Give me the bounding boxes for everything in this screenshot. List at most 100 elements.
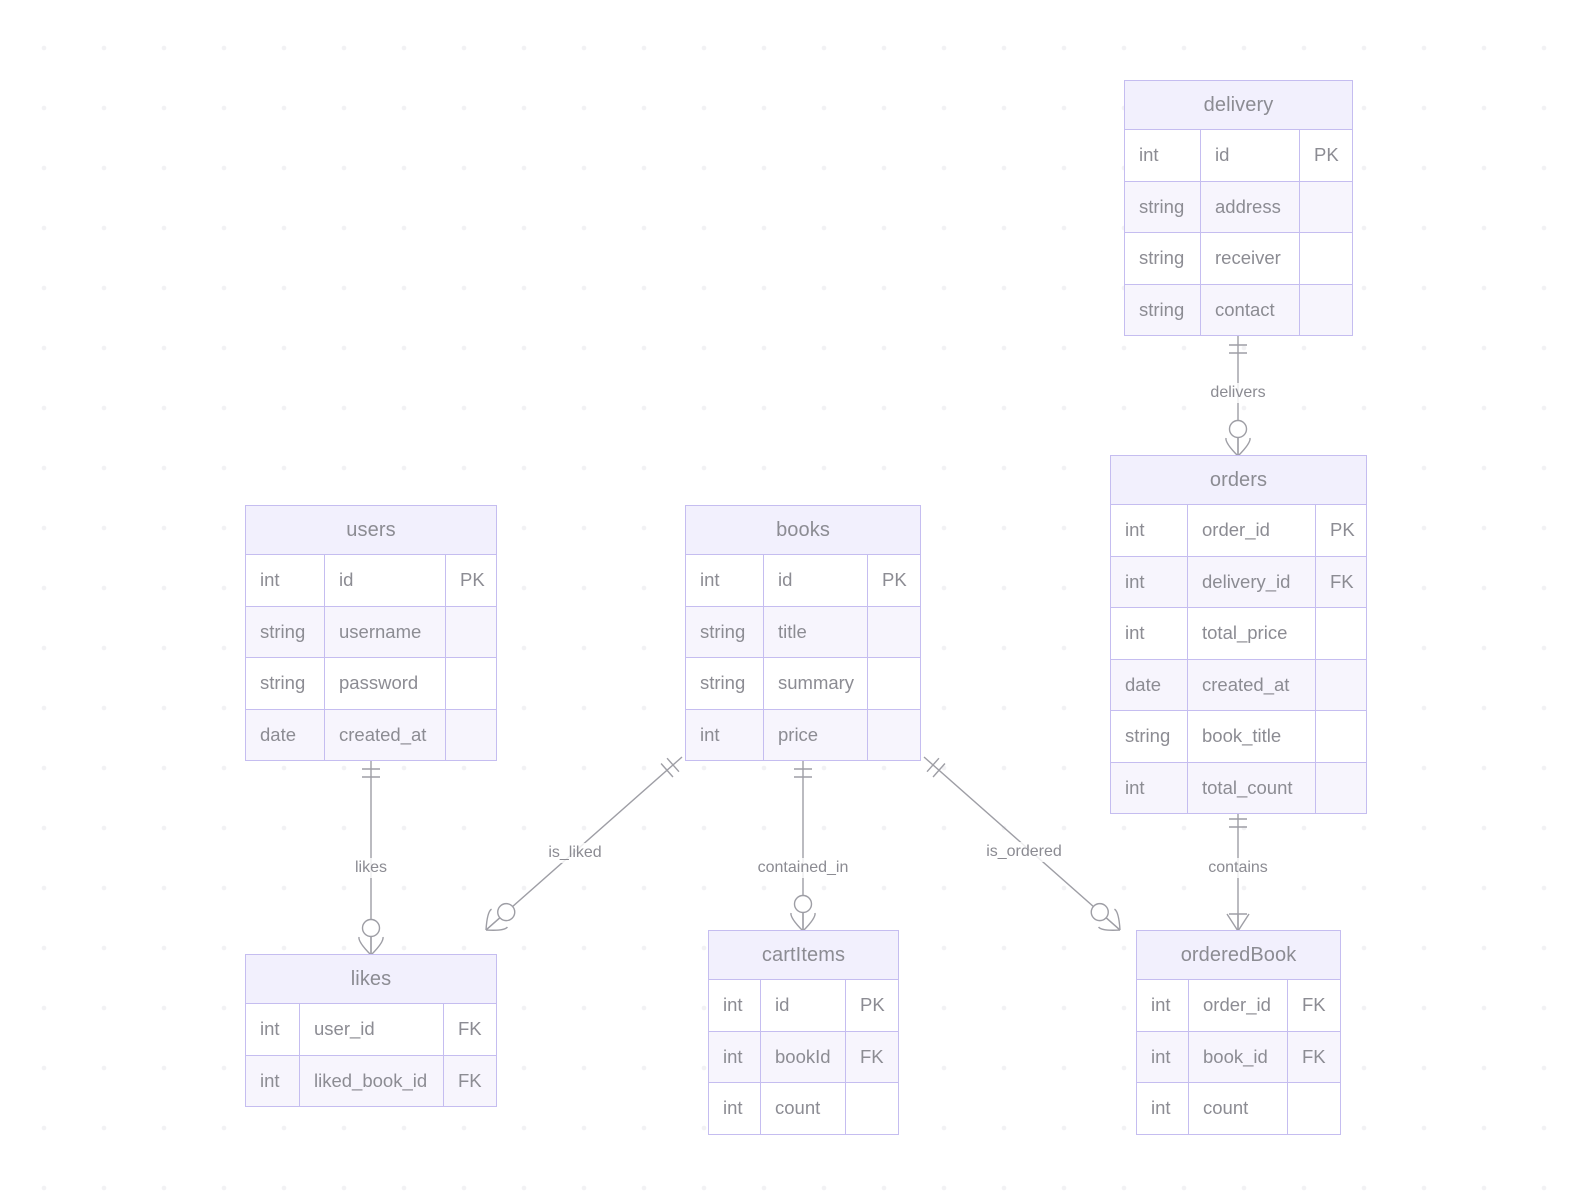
attribute-type: int: [1137, 1083, 1189, 1134]
marker-crowfoot-left: [485, 908, 492, 931]
attribute-key: PK: [1330, 519, 1355, 541]
entity-title-books: books: [686, 506, 920, 555]
attribute-key: [1300, 182, 1352, 233]
marker-crowfoot-left: [358, 936, 372, 956]
marker-zero-or-many-circle: [361, 918, 381, 938]
attribute-type: int: [709, 1083, 761, 1134]
entity-title-likes: likes: [246, 955, 496, 1004]
attribute-type: int: [1137, 980, 1189, 1031]
marker-crowfoot-middle: [485, 917, 500, 931]
marker-zero-or-many-circle: [793, 894, 813, 914]
attribute-type: string: [1125, 181, 1201, 232]
marker-crowfoot-right: [1114, 908, 1121, 931]
attribute-key: FK: [1330, 570, 1354, 592]
attribute-name: total_count: [1188, 762, 1316, 813]
marker-zero-or-many-circle: [1228, 419, 1248, 439]
attribute-type: date: [1111, 659, 1188, 710]
marker-crowfoot-left: [790, 912, 804, 932]
attribute-key: FK: [458, 1069, 482, 1091]
relationship-label-is_ordered: is_ordered: [982, 842, 1066, 862]
attribute-name: title: [764, 606, 868, 657]
attribute-key: FK: [1302, 994, 1326, 1016]
attribute-key: [868, 710, 920, 761]
entity-title-cartItems: cartItems: [709, 931, 898, 980]
attribute-name: bookId: [761, 1031, 846, 1082]
entity-title-users: users: [246, 506, 496, 555]
attribute-name: total_price: [1188, 608, 1316, 659]
attribute-key: [1288, 1083, 1340, 1134]
attribute-name: book_title: [1188, 711, 1316, 762]
relationship-likes: [358, 757, 384, 956]
marker-crowfoot-left: [1098, 926, 1121, 931]
attribute-type: int: [709, 980, 761, 1031]
attribute-name: count: [1189, 1083, 1288, 1134]
marker-one-only-one-bar-0: [666, 757, 680, 773]
attribute-key: [1316, 660, 1366, 711]
attribute-type: int: [1111, 556, 1188, 607]
attribute-name: delivery_id: [1188, 556, 1316, 607]
attribute-key: [868, 658, 920, 709]
attribute-type: string: [1111, 711, 1188, 762]
attribute-type: string: [1125, 284, 1201, 335]
marker-one-only-one-bar-0: [926, 757, 940, 773]
attribute-name: user_id: [300, 1004, 444, 1055]
attribute-name: id: [764, 555, 868, 606]
attribute-key: PK: [882, 569, 907, 591]
attribute-key: [1300, 285, 1352, 336]
attribute-type: int: [1125, 130, 1201, 181]
attribute-name: order_id: [1188, 505, 1316, 556]
marker-one-only-one-bar-1: [932, 763, 946, 778]
attribute-name: password: [325, 658, 446, 709]
attribute-name: id: [1201, 130, 1300, 181]
attribute-name: id: [325, 555, 446, 606]
attribute-name: id: [761, 980, 846, 1031]
attribute-name: book_id: [1189, 1031, 1288, 1082]
attribute-type: int: [1111, 505, 1188, 556]
marker-one-only-one-bar-1: [660, 763, 674, 778]
entity-title-orders: orders: [1111, 456, 1366, 505]
attribute-key: PK: [1314, 144, 1339, 166]
attribute-key: [1316, 763, 1366, 814]
marker-crowfoot-right: [802, 912, 816, 932]
attribute-key: [446, 710, 496, 761]
attribute-name: liked_book_id: [300, 1055, 444, 1106]
attribute-name: price: [764, 709, 868, 760]
marker-zero-or-many-circle: [497, 902, 516, 922]
attribute-key: FK: [1302, 1045, 1326, 1067]
relationship-label-delivers: delivers: [1206, 383, 1270, 403]
marker-crowfoot-right: [370, 936, 384, 956]
